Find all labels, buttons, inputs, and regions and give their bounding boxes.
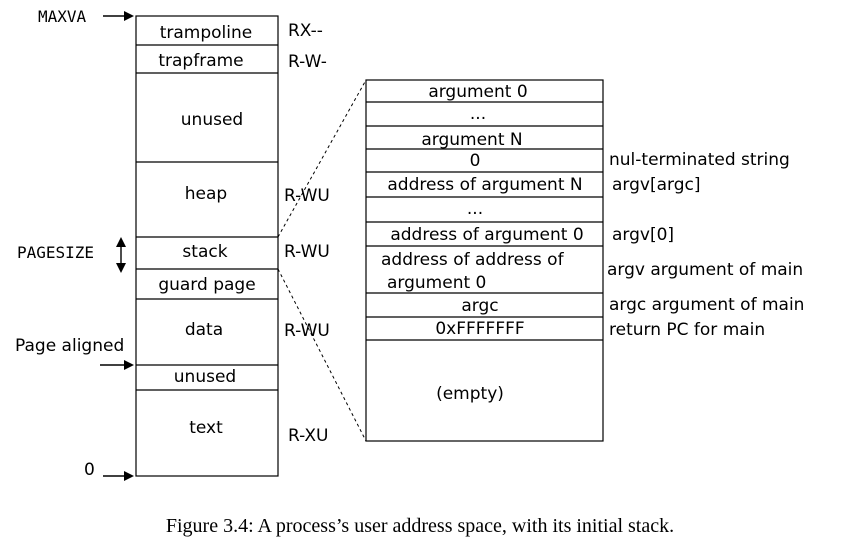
stack-cell-address-arg-n: address of argument N [387,175,582,195]
left-labels: MAXVA PAGESIZE Page aligned 0 [15,7,134,481]
stack-cell-argv-line1: address of address of [381,250,565,270]
note-argv-argument: argv argument of main [607,260,803,280]
maxva-label: MAXVA [38,7,87,26]
segment-unused-top: unused [181,110,243,130]
stack-detail-column: argument 0 ... argument N 0 address of a… [365,79,604,442]
perm-stack: R-WU [284,242,330,262]
note-return-pc: return PC for main [609,320,765,340]
zero-arrowhead [124,471,134,481]
perm-text: R-XU [288,426,329,446]
stack-cell-argv-line2: argument 0 [387,273,486,293]
note-argv-0: argv[0] [612,225,674,245]
stack-cell-argument-n: argument N [421,130,522,150]
segment-guard-page: guard page [158,275,255,295]
perm-heap: R-WU [284,186,330,206]
note-nul-terminated: nul-terminated string [609,150,790,170]
pagesize-double-arrow-icon [116,237,126,273]
address-space-column: trampoline trapframe unused heap stack g… [135,15,279,477]
perm-trapframe: R-W- [288,52,327,72]
zero-label: 0 [84,460,95,480]
segment-text: text [189,418,223,438]
maxva-arrowhead [124,11,134,21]
segment-unused-bottom: unused [174,367,236,387]
segment-stack: stack [182,242,227,262]
perm-data: R-WU [284,321,330,341]
address-space-outline [135,15,279,477]
stack-cell-address-arg-0: address of argument 0 [390,225,583,245]
stack-cell-empty: (empty) [436,384,504,404]
stack-annotations: nul-terminated string argv[argc] argv[0]… [607,150,804,340]
stack-cell-argument-0: argument 0 [428,82,527,102]
pagesize-label: PAGESIZE [17,243,94,262]
stack-cell-ellipsis-top: ... [470,104,486,124]
segment-trampoline: trampoline [160,23,253,43]
stack-cell-return-pc: 0xFFFFFFF [435,319,524,339]
segment-data: data [185,320,223,340]
stack-cell-argc: argc [461,296,498,316]
page-aligned-label: Page aligned [15,336,124,356]
note-argv-argc: argv[argc] [612,175,700,195]
zoom-connector-top [277,79,367,238]
page-aligned-arrowhead [124,360,134,370]
permission-labels: RX-- R-W- R-WU R-WU R-WU R-XU [284,21,330,446]
perm-trampoline: RX-- [288,21,323,41]
stack-cell-zero: 0 [470,151,481,171]
stack-cell-ellipsis-bottom: ... [467,199,483,219]
figure-caption: Figure 3.4: A process’s user address spa… [166,515,674,537]
note-argc-argument: argc argument of main [609,295,804,315]
segment-trapframe: trapframe [158,51,243,71]
zoom-connector-bottom [277,268,367,442]
segment-heap: heap [185,184,227,204]
stack-detail-outline [365,79,604,442]
